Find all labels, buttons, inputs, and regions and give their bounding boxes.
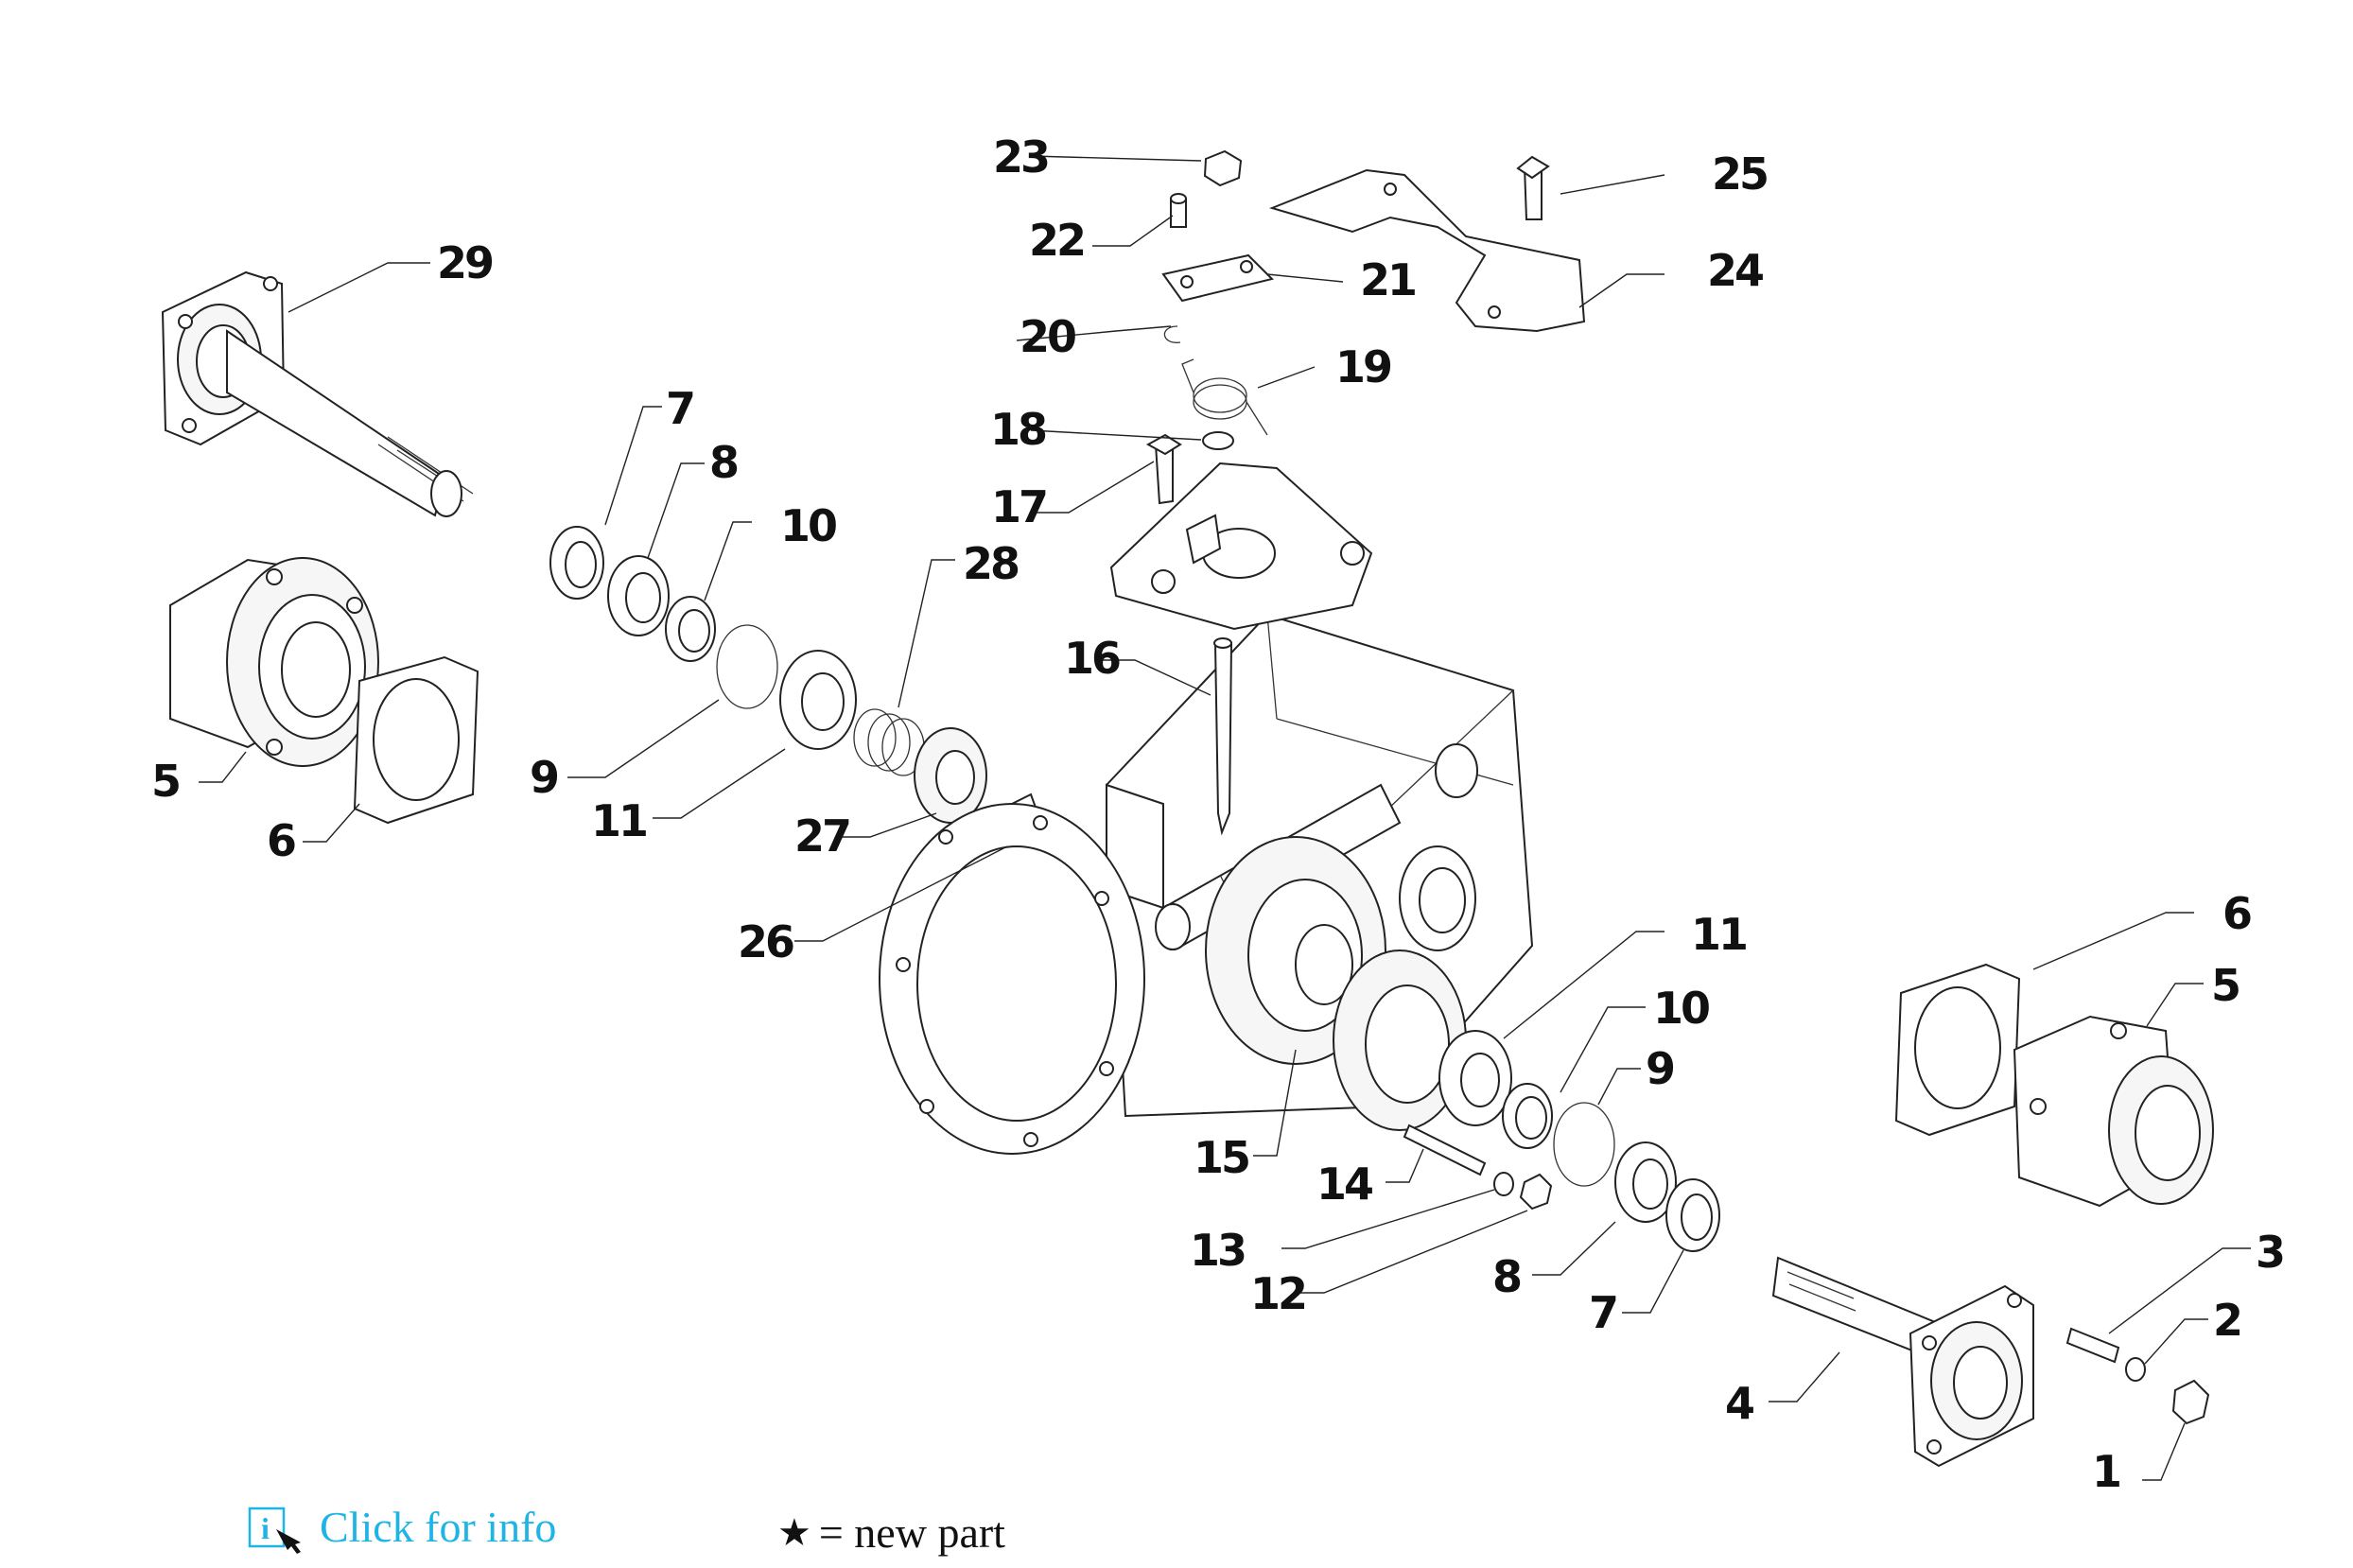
callout-28: 28	[963, 538, 1019, 589]
callout-20: 20	[1020, 311, 1075, 362]
callout-27: 27	[794, 810, 849, 862]
svg-text:i: i	[261, 1511, 270, 1545]
part-shifter-shaft-16[interactable]	[1213, 637, 1233, 836]
part-flange-bearing-5-right[interactable]	[2013, 1015, 2214, 1208]
callout-18: 18	[990, 404, 1046, 455]
part-spring-19[interactable]	[1181, 358, 1268, 436]
part-seal-7-left[interactable]	[549, 526, 604, 600]
part-bearing-8-right[interactable]	[1614, 1141, 1677, 1223]
new-part-legend: ★ = new part	[777, 1507, 1005, 1558]
callout-5-right: 5	[2211, 960, 2239, 1011]
part-flange-ring-right[interactable]	[1333, 950, 1467, 1131]
leader-lines	[199, 155, 2251, 1481]
callout-1: 1	[2092, 1446, 2119, 1497]
part-bolt-17[interactable]	[1145, 433, 1182, 505]
callout-21: 21	[1360, 254, 1415, 305]
callout-12: 12	[1250, 1268, 1305, 1319]
callout-9-right: 9	[1646, 1043, 1674, 1094]
callout-13: 13	[1190, 1225, 1245, 1276]
callout-24: 24	[1707, 245, 1763, 296]
click-for-info-link[interactable]: Click for info	[320, 1503, 557, 1551]
info-link-group[interactable]: i Click for info	[248, 1502, 557, 1554]
callout-23: 23	[993, 131, 1048, 183]
callout-9-left: 9	[530, 752, 558, 803]
part-flange-bearing-5-left[interactable]	[169, 557, 379, 767]
part-bearing-8-left[interactable]	[607, 555, 670, 636]
callout-3: 3	[2256, 1227, 2283, 1278]
callout-labels: 29 23 22 21 20 19 18 17 25 24 7 8 10 28 …	[151, 131, 2286, 1497]
callout-7-lower: 7	[1589, 1287, 1616, 1338]
part-bracket-24[interactable]	[1268, 168, 1586, 333]
callout-8-lower: 8	[1492, 1251, 1521, 1302]
info-cursor-icon[interactable]: i	[248, 1507, 301, 1554]
callout-6-left: 6	[267, 815, 295, 866]
part-washer-13[interactable]	[1493, 1172, 1514, 1196]
part-bearing-11-right[interactable]	[1438, 1030, 1512, 1126]
part-bolt-25[interactable]	[1516, 155, 1550, 220]
callout-26: 26	[738, 916, 793, 967]
callout-25: 25	[1712, 148, 1767, 200]
part-clutch-27[interactable]	[914, 727, 987, 824]
callout-14: 14	[1316, 1159, 1372, 1210]
part-seal-7-right[interactable]	[1665, 1178, 1720, 1252]
part-circlip-9-left[interactable]	[716, 624, 778, 709]
part-stud-3[interactable]	[2065, 1327, 2120, 1364]
part-output-shaft-29[interactable]	[161, 270, 474, 517]
part-nut-1[interactable]	[2171, 1379, 2210, 1425]
callout-19: 19	[1335, 341, 1391, 392]
part-circlip-9-right[interactable]	[1553, 1102, 1615, 1187]
callout-22: 22	[1029, 215, 1084, 266]
part-nut-12[interactable]	[1519, 1173, 1553, 1211]
callout-16: 16	[1064, 633, 1120, 684]
callout-8-upper: 8	[709, 437, 738, 488]
part-pin-22[interactable]	[1170, 193, 1187, 228]
callout-11-left: 11	[591, 795, 646, 846]
part-lever-21[interactable]	[1161, 253, 1274, 303]
part-cover-plate[interactable]	[1109, 462, 1373, 631]
callout-6-right: 6	[2222, 888, 2251, 939]
star-icon: ★	[777, 1511, 811, 1554]
callout-4: 4	[1725, 1378, 1753, 1429]
part-clip-20[interactable]	[1163, 325, 1181, 343]
callout-10-upper: 10	[780, 500, 836, 551]
callout-29: 29	[437, 237, 493, 288]
callout-17: 17	[991, 481, 1046, 532]
part-spring-28[interactable]	[853, 708, 925, 776]
part-stud-14[interactable]	[1403, 1124, 1487, 1176]
part-washer-18[interactable]	[1202, 431, 1234, 450]
callout-10-right: 10	[1653, 983, 1709, 1034]
callout-2: 2	[2213, 1295, 2240, 1346]
new-part-legend-text: = new part	[818, 1508, 1005, 1557]
part-bearing-11-left[interactable]	[779, 650, 857, 750]
callout-15: 15	[1194, 1132, 1248, 1183]
callout-5-left: 5	[151, 756, 179, 807]
callout-11-right: 11	[1691, 909, 1746, 960]
part-output-shaft-4[interactable]	[1771, 1256, 2034, 1468]
part-gasket-6-left[interactable]	[353, 655, 479, 825]
part-nut-23[interactable]	[1203, 149, 1243, 187]
callout-7-upper: 7	[666, 383, 693, 434]
part-spacer-10-left[interactable]	[665, 596, 716, 662]
part-washer-2[interactable]	[2125, 1357, 2146, 1382]
part-gasket-6-right[interactable]	[1894, 963, 2021, 1137]
part-spacer-10-right[interactable]	[1502, 1083, 1553, 1149]
